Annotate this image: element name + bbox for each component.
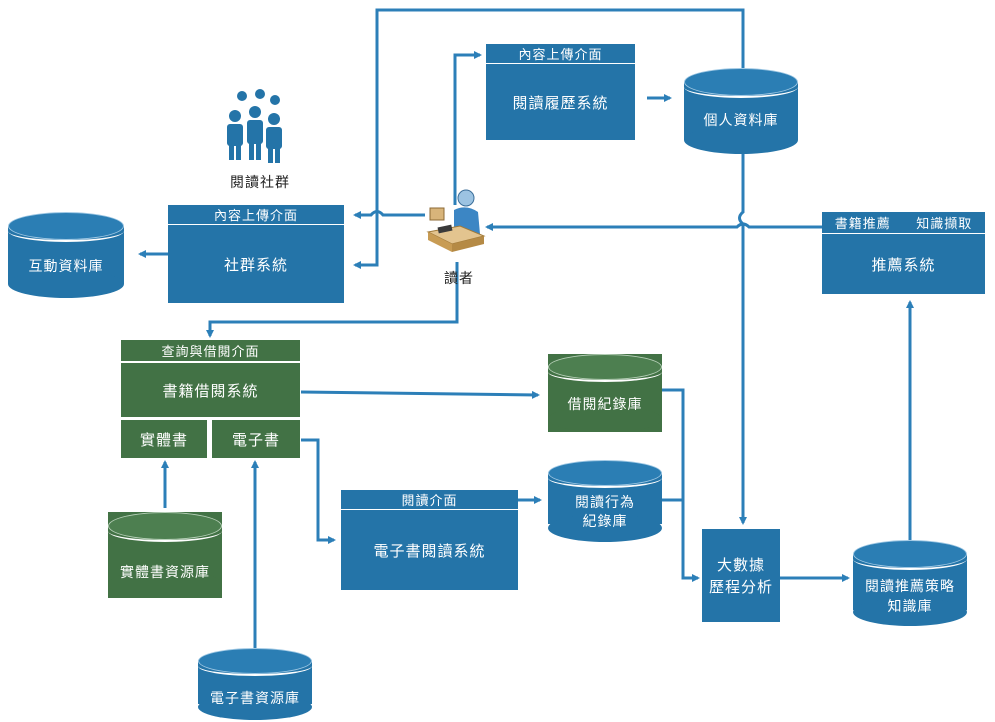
recommend-system: 推薦系統 [822,234,985,294]
arrow-personal-db-to-bigdata [738,145,747,525]
recommend-header-left: 書籍推薦 [834,217,891,232]
content-upload-mid-header: 內容上傳介面 [168,205,344,225]
big-data-analysis: 大數據 歷程分析 [702,529,780,622]
ebook: 電子書 [212,420,300,458]
community-system: 社群系統 [168,225,344,303]
physical-book-resource-database: 實體書資源庫 [108,512,222,598]
personal-database-label: 個人資料庫 [703,113,779,129]
arrow-ebook-to-reading-system [301,438,336,544]
arrow-reader-to-community [353,210,425,219]
recommend-header-right: 知識擷取 [916,217,973,232]
strategy-knowledge-database-label-1: 閱讀推薦策略 [865,579,955,595]
community-label: 閱讀社群 [230,175,290,191]
arrow-record-db-to-bigdata [662,388,700,582]
ebook-reading-system: 電子書閱讀系統 [341,510,518,590]
interaction-database-label: 互動資料庫 [28,259,104,275]
big-data-analysis-line-2: 歷程分析 [708,577,773,596]
arrow-recommend-to-reader [485,222,822,231]
reading-behavior-database: 閱讀行為 紀錄庫 [548,460,662,542]
content-upload-top-header: 內容上傳介面 [486,44,635,64]
reading-history-system: 閱讀履歷系統 [486,64,635,140]
reading-interface-header: 閱讀介面 [341,490,518,510]
arrow-borrow-to-record-db [300,390,540,399]
book-borrow-system: 書籍借閱系統 [121,363,300,417]
strategy-knowledge-database-label-2: 知識庫 [887,599,933,615]
community-people-icon [222,88,294,168]
arrow-reader-to-query [206,262,459,338]
reading-behavior-database-label-1: 閱讀行為 [575,495,635,511]
reader-label: 讀者 [444,271,474,287]
line-top-outer-loop [353,8,745,269]
borrow-record-database-label: 借閱紀錄庫 [567,397,643,413]
reader-at-desk-icon [424,186,486,256]
interaction-database: 互動資料庫 [8,212,124,298]
query-borrow-header: 查詢與借閱介面 [121,340,300,362]
ebook-resource-database: 電子書資源庫 [198,648,312,720]
arrow-reader-to-top-upload [453,51,482,205]
ebook-resource-database-label: 電子書資源庫 [210,691,300,707]
borrow-record-database: 借閱紀錄庫 [548,354,662,432]
reading-behavior-database-label-2: 紀錄庫 [582,514,628,530]
strategy-knowledge-database: 閱讀推薦策略 知識庫 [853,540,967,626]
physical-book: 實體書 [121,420,207,458]
big-data-analysis-line-1: 大數據 [716,555,765,574]
physical-book-resource-database-label: 實體書資源庫 [120,565,210,581]
personal-database: 個人資料庫 [684,68,798,154]
recommend-header: 書籍推薦 知識擷取 [822,212,985,234]
